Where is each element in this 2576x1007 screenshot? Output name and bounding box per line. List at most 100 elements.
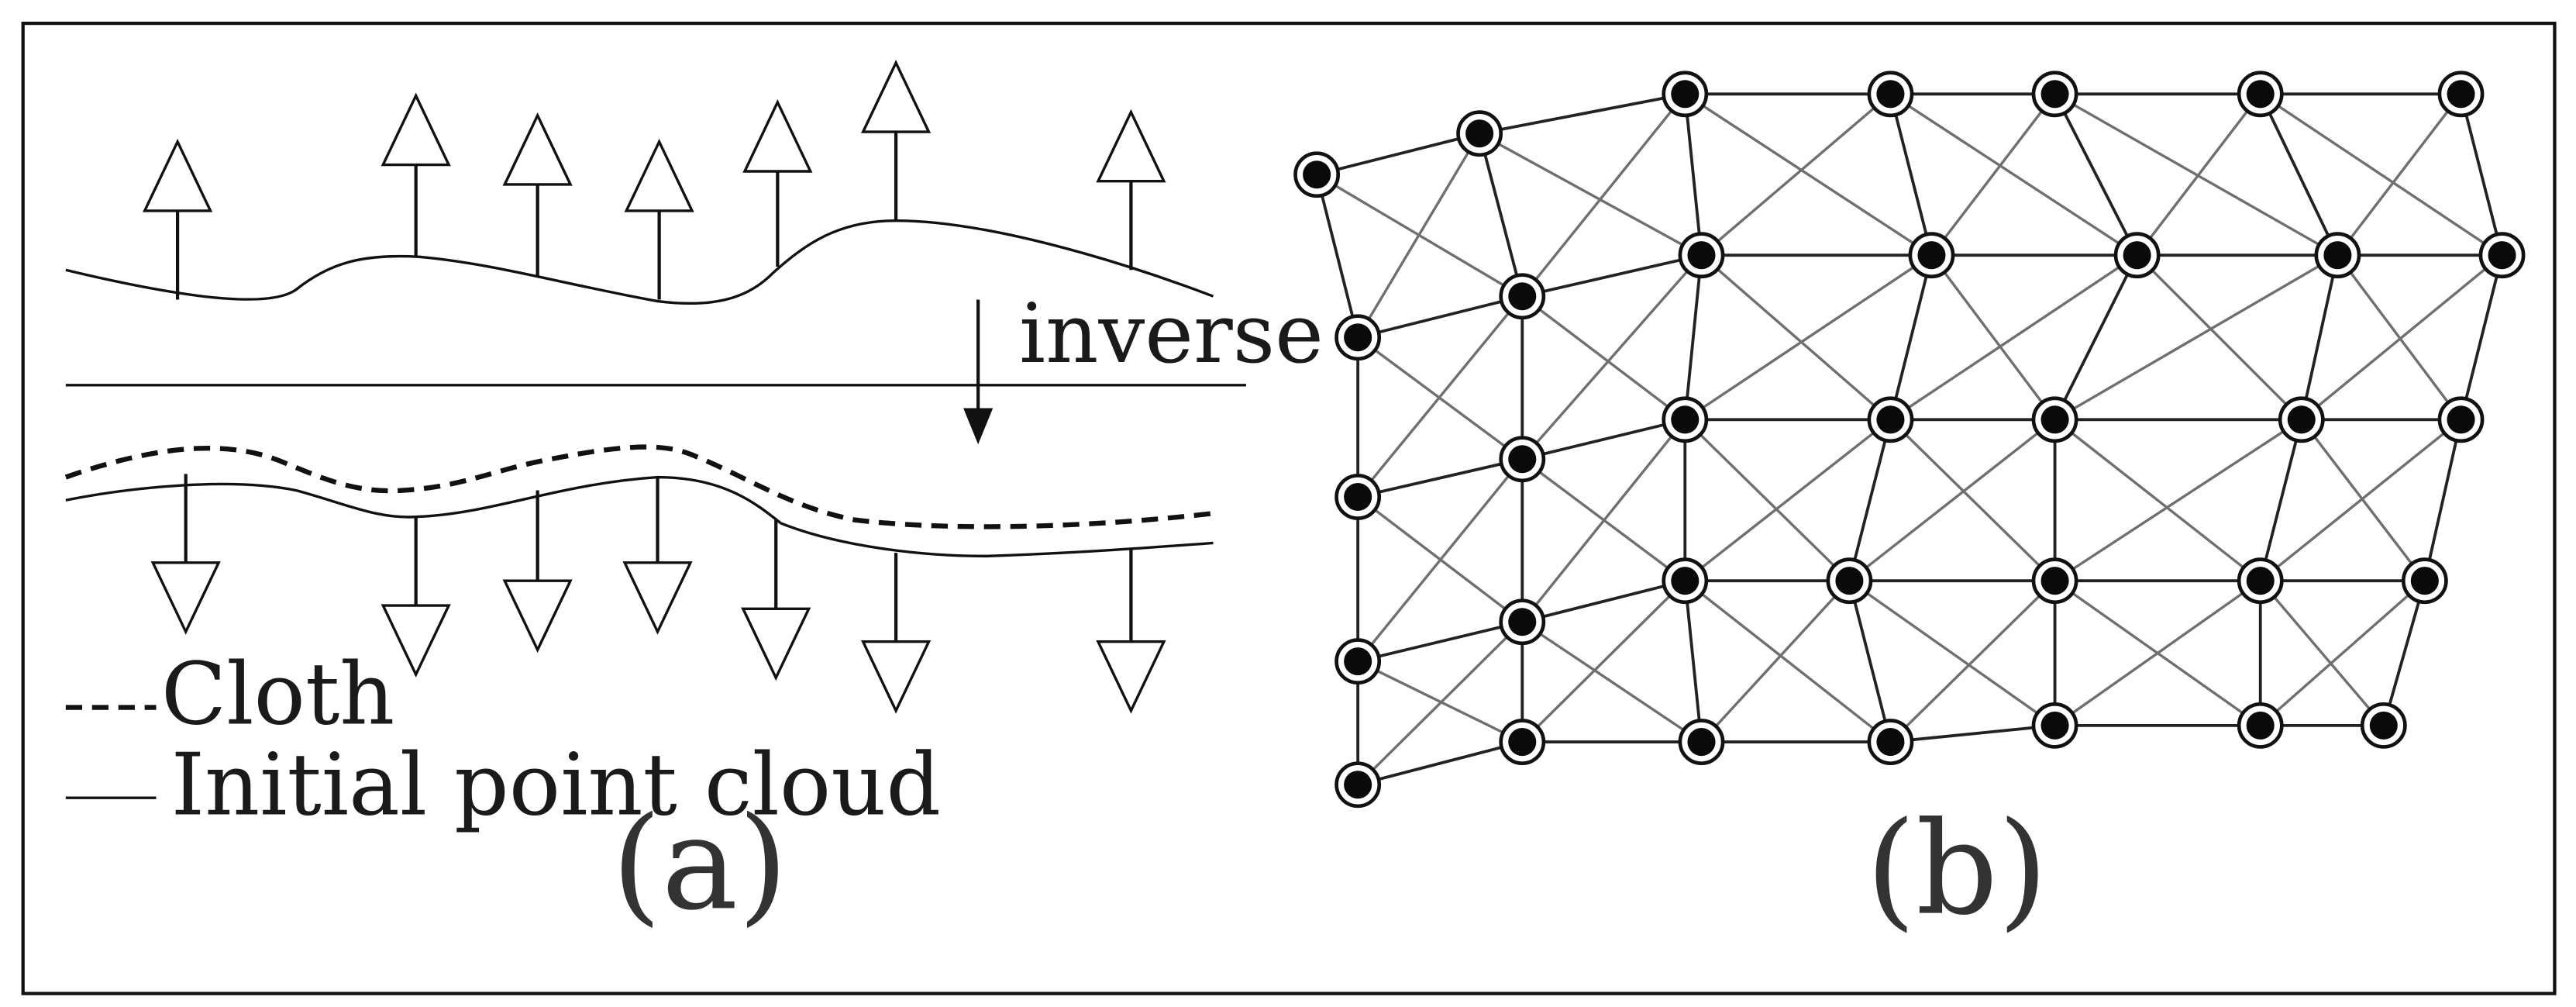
mesh-edge [2300,419,2426,582]
inverse-label: inverse [1019,287,1324,382]
mesh-node [2237,71,2284,118]
mesh-node [2437,71,2485,118]
mesh-edge [2053,254,2139,421]
mesh-node [1456,110,1503,157]
mesh-node [2478,232,2526,279]
mesh-node [2278,396,2325,443]
mesh-node [1662,71,1709,118]
mesh-edge [2337,93,2462,257]
mesh-node [2031,702,2078,749]
mesh-edge [1521,620,1703,743]
mesh-node [1334,314,1382,361]
mesh-edge [2459,93,2504,256]
mesh-edge [1930,254,2056,421]
mesh-edge [1356,458,1524,663]
mesh-edge [2337,254,2462,421]
mesh-edge [1684,418,1892,582]
inverse-arrow-head [963,408,994,445]
mesh-edge [1889,93,1934,256]
panel-a-caption: (a) [611,789,788,939]
mesh-edge [1521,579,1686,743]
mesh-edge [1357,740,1523,787]
mesh-edge [1520,419,1686,623]
down-arrow [622,477,693,635]
down-arrow [860,553,932,714]
down-arrow [1096,549,1166,714]
mesh-edge [1684,253,1933,421]
mesh-edge [2054,253,2339,421]
mesh-edge [1700,253,1892,421]
mesh-edge [2054,579,2261,727]
up-arrow [502,112,573,277]
mesh-edge [1479,132,1703,257]
mesh-node [1867,71,1914,118]
mesh-edge [2259,580,2385,726]
mesh-edge [1479,92,1686,136]
mesh-node [1678,232,1725,279]
mesh-edge [1848,418,2056,582]
mesh-node [2031,71,2078,118]
mesh-edge [1316,132,1480,177]
up-arrow [742,98,813,267]
mesh-edge [1357,457,1523,498]
mesh-node [1499,436,1546,483]
up-arrow [381,92,451,257]
down-arrow [150,474,221,635]
mesh-node [1908,232,1955,279]
panel-a: inverse Cloth Initial point cloud (a) [64,60,1324,939]
mesh-edge [2259,579,2426,727]
down-arrow [502,490,573,654]
mesh-edge [1684,579,1892,743]
up-arrow [860,60,932,221]
mesh-edge [2054,418,2302,582]
mesh-edge [1356,133,1481,339]
legend-cloth-label: Cloth [161,646,394,745]
mesh-edge [1357,620,1523,663]
mesh-edge [1889,579,2056,743]
mesh-node [2360,702,2407,749]
mesh-edge [2054,418,2261,582]
mesh-node [1867,396,1914,443]
mesh-node [1334,761,1382,809]
mesh-edge [1357,295,1523,340]
mesh-edge [2459,254,2504,420]
mesh-node [1867,719,1914,765]
mesh-edge [1315,174,1360,338]
mesh-edge [2258,93,2340,257]
mesh-edge [2259,418,2462,582]
mesh-edge [2258,419,2303,581]
mesh-edge [1683,581,1703,743]
mesh-edge [2381,580,2426,726]
mesh-node [2031,396,2078,443]
mesh-node [1293,151,1341,198]
mesh-nodes [1293,71,2526,809]
mesh-node [1334,474,1382,520]
panel-b: (b) [1293,71,2526,944]
cloth-curve [64,444,1214,529]
mesh-edge [1521,253,1702,298]
mesh-node [2314,232,2361,279]
mesh-edge [2053,93,2139,257]
mesh-edge [2299,254,2340,420]
mesh-edge [1700,93,1892,257]
mesh-node [1662,396,1709,443]
mesh-edge [1683,94,1703,256]
mesh-edge [1356,621,1524,786]
mesh-edge [1521,254,1703,460]
panel-b-caption: (b) [1866,795,2048,944]
mesh-edge [1521,418,1686,461]
mesh-edge [1356,295,1524,498]
mesh-edge [1684,92,1933,257]
mesh-node [2237,702,2284,749]
up-arrow [624,138,694,300]
mesh-edge [1520,93,1686,298]
mesh-edge [1848,579,2056,727]
mesh-edge [1889,253,2138,421]
mesh-edge [1889,254,1934,420]
mesh-node [1662,557,1709,605]
mesh-edge [2300,253,2503,421]
mesh-edge [1930,93,2056,257]
mesh-edge [1700,580,1851,743]
mesh-edge [1478,133,1524,297]
